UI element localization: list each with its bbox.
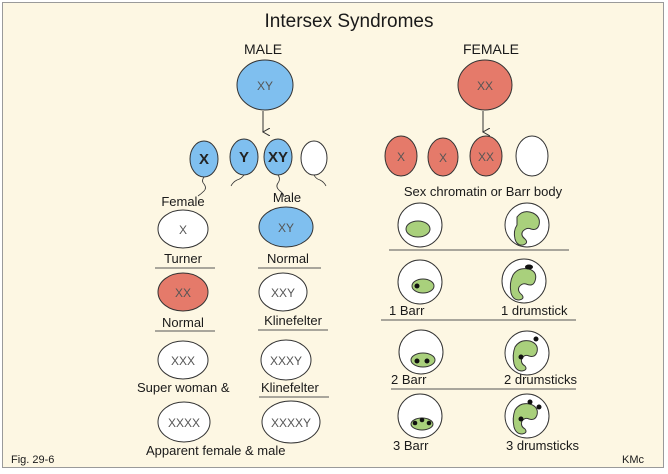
author-initials: KMc xyxy=(622,454,645,466)
normal-male-cell-label: XY xyxy=(278,221,294,235)
barr-body xyxy=(412,420,418,426)
drumstick xyxy=(536,404,542,410)
female-parent-cell xyxy=(457,59,513,111)
barr-cell-left xyxy=(397,393,443,439)
turner-cell-label: X xyxy=(179,223,187,237)
klinefelter-cell-label: XXY xyxy=(271,286,295,300)
normal-female-label: Normal xyxy=(162,315,204,330)
female-gamete-empty xyxy=(515,135,549,177)
barr-body xyxy=(414,283,420,289)
male-header: MALE xyxy=(244,41,282,57)
sperm-tail-y xyxy=(230,174,245,187)
barr-body xyxy=(419,417,425,423)
drumstick-label-3: 3 drumsticks xyxy=(506,438,579,453)
segmented-nucleus xyxy=(513,211,540,246)
turner-label: Turner xyxy=(164,251,202,266)
drumstick xyxy=(527,399,533,405)
klinefelter-label: Klinefelter xyxy=(264,313,322,328)
klinefelter-xxxy-label: Klinefelter xyxy=(261,380,319,395)
drumstick xyxy=(518,354,524,360)
male-parent-cell xyxy=(236,59,294,111)
barr-body xyxy=(426,420,432,426)
barr-label-2: 2 Barr xyxy=(391,372,427,387)
female-offspring-label: Female xyxy=(161,194,204,209)
normal-female-cell xyxy=(157,272,209,312)
female-parent-label: XX xyxy=(477,79,493,93)
drumstick xyxy=(525,264,533,270)
apparent-male-cell xyxy=(261,400,321,444)
super-woman-cell xyxy=(157,340,209,380)
normal-female-cell-label: XX xyxy=(175,286,191,300)
female-gamete-x2 xyxy=(427,137,459,177)
sperm-tail-xy xyxy=(276,174,285,198)
super-woman-cell-label: XXX xyxy=(171,354,195,368)
apparent-female-cell xyxy=(157,401,211,443)
drumstick xyxy=(533,336,539,342)
sperm-tail-x xyxy=(197,176,206,197)
super-woman-label: Super woman & xyxy=(137,380,230,395)
male-parent-label: XY xyxy=(257,79,273,93)
barr-body xyxy=(414,358,420,364)
normal-male-cell xyxy=(258,206,314,248)
barr-body xyxy=(424,358,430,364)
klinefelter-xxxy-cell-label: XXXY xyxy=(270,354,302,368)
barr-label-3: 3 Barr xyxy=(393,438,429,453)
nucleus xyxy=(405,220,431,238)
klinefelter-cell xyxy=(258,272,308,312)
male-gamete-empty xyxy=(300,140,328,176)
diagram-frame: Intersex Syndromes MALE XY X Y XY Female… xyxy=(2,2,664,468)
male-offspring-label: Male xyxy=(273,190,301,205)
diagram-title: Intersex Syndromes xyxy=(265,11,434,32)
segmented-nucleus xyxy=(509,268,537,301)
male-gamete-xy-label: XY xyxy=(268,149,288,166)
figure-number: Fig. 29-6 xyxy=(11,454,54,466)
apparent-male-cell-label: XXXXY xyxy=(271,416,311,430)
female-gamete-x-label: X xyxy=(397,150,405,164)
drumstick-label-2: 2 drumsticks xyxy=(504,372,577,387)
female-header: FEMALE xyxy=(463,41,519,57)
intersex-diagram: Intersex Syndromes MALE XY X Y XY Female… xyxy=(11,11,645,466)
female-gamete-xx-label: XX xyxy=(478,150,494,164)
female-gamete-x xyxy=(384,135,418,177)
nucleus xyxy=(411,278,435,294)
barr-header: Sex chromatin or Barr body xyxy=(404,184,563,199)
barr-label-1: 1 Barr xyxy=(389,303,425,318)
apparent-label: Apparent female & male xyxy=(146,443,285,458)
female-gamete-xx xyxy=(469,135,503,177)
female-gamete-x2-label: X xyxy=(439,151,447,165)
male-gamete-x-label: X xyxy=(199,151,209,168)
nucleus xyxy=(410,352,436,368)
apparent-female-cell-label: XXXX xyxy=(168,416,200,430)
klinefelter-xxxy-cell xyxy=(260,339,312,381)
normal-male-label: Normal xyxy=(267,251,309,266)
drumstick-label-1: 1 drumstick xyxy=(501,303,568,318)
sperm-tail-empty xyxy=(313,174,327,187)
turner-cell xyxy=(157,209,209,249)
male-gamete-y-label: Y xyxy=(239,149,249,166)
drumstick xyxy=(518,416,524,422)
